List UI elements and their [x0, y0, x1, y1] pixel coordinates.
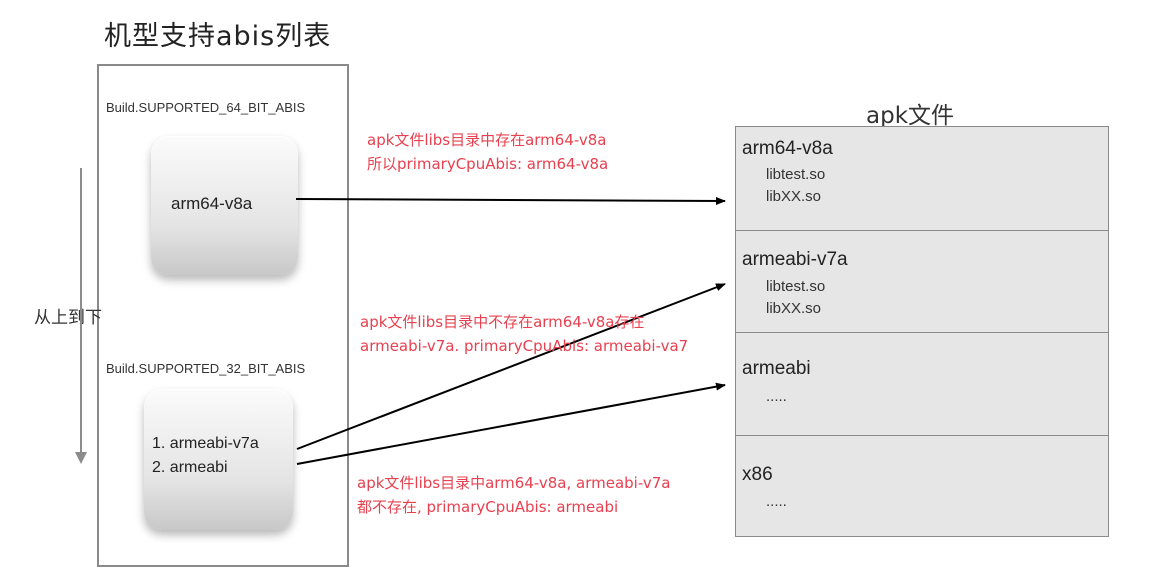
- apk-file-panel: arm64-v8a libtest.so libXX.so armeabi-v7…: [735, 126, 1109, 537]
- apk-section-file: libtest.so: [766, 166, 826, 183]
- apk-section-name: arm64-v8a: [742, 138, 833, 159]
- arm64-chip: arm64-v8a: [151, 136, 298, 275]
- arm32-chip-list: 1. armeabi-v7a 2. armeabi: [152, 432, 259, 480]
- arm32-item-2: 2. armeabi: [152, 459, 228, 476]
- note-arm64: apk文件libs目录中存在arm64-v8a 所以primaryCpuAbis…: [367, 128, 608, 176]
- apk-section-name: x86: [742, 464, 773, 485]
- apk-section-name: armeabi: [742, 358, 811, 379]
- device-abis-panel: [97, 64, 349, 567]
- group-64-bit-label: Build.SUPPORTED_64_BIT_ABIS: [106, 100, 306, 115]
- arm32-chip: 1. armeabi-v7a 2. armeabi: [144, 389, 293, 530]
- arrow-armeabi-v7a-to-apk: [296, 283, 726, 450]
- apk-section-armeabi-v7a: armeabi-v7a libtest.so libXX.so: [736, 231, 1108, 333]
- top-to-bottom-arrowhead: [75, 452, 87, 464]
- order-label: 从上到下: [34, 308, 102, 328]
- apk-section-x86: x86 .....: [736, 436, 1108, 537]
- apk-title: apk文件: [866, 103, 955, 129]
- note-line: 所以primaryCpuAbis: arm64-v8a: [367, 155, 609, 173]
- apk-section-file: libXX.so: [766, 188, 822, 205]
- apk-section-file: .....: [766, 493, 787, 510]
- apk-section-file: .....: [766, 388, 787, 405]
- apk-section-file: libtest.so: [766, 278, 826, 295]
- group-32-bit-label: Build.SUPPORTED_32_BIT_ABIS: [106, 361, 306, 376]
- arm32-item-1: 1. armeabi-v7a: [152, 435, 259, 452]
- apk-section-arm64: arm64-v8a libtest.so libXX.so: [736, 127, 1108, 231]
- note-armeabi: apk文件libs目录中arm64-v8a, armeabi-v7a 都不存在,…: [357, 471, 670, 519]
- note-line: apk文件libs目录中不存在arm64-v8a存在: [360, 313, 645, 331]
- apk-section-file: libXX.so: [766, 300, 822, 317]
- arrow-armeabi-to-apk: [296, 382, 726, 465]
- note-line: 都不存在, primaryCpuAbis: armeabi: [357, 498, 619, 516]
- note-line: apk文件libs目录中arm64-v8a, armeabi-v7a: [357, 474, 671, 492]
- arrow-arm64-to-apk: [295, 196, 726, 205]
- arm64-chip-label: arm64-v8a: [171, 194, 253, 213]
- note-armeabi-v7a: apk文件libs目录中不存在arm64-v8a存在 armeabi-v7a. …: [360, 310, 688, 358]
- apk-section-name: armeabi-v7a: [742, 249, 848, 270]
- note-line: apk文件libs目录中存在arm64-v8a: [367, 131, 607, 149]
- apk-section-armeabi: armeabi .....: [736, 333, 1108, 436]
- diagram-title: 机型支持abis列表: [104, 21, 332, 52]
- note-line: armeabi-v7a. primaryCpuAbis: armeabi-va7: [360, 337, 689, 355]
